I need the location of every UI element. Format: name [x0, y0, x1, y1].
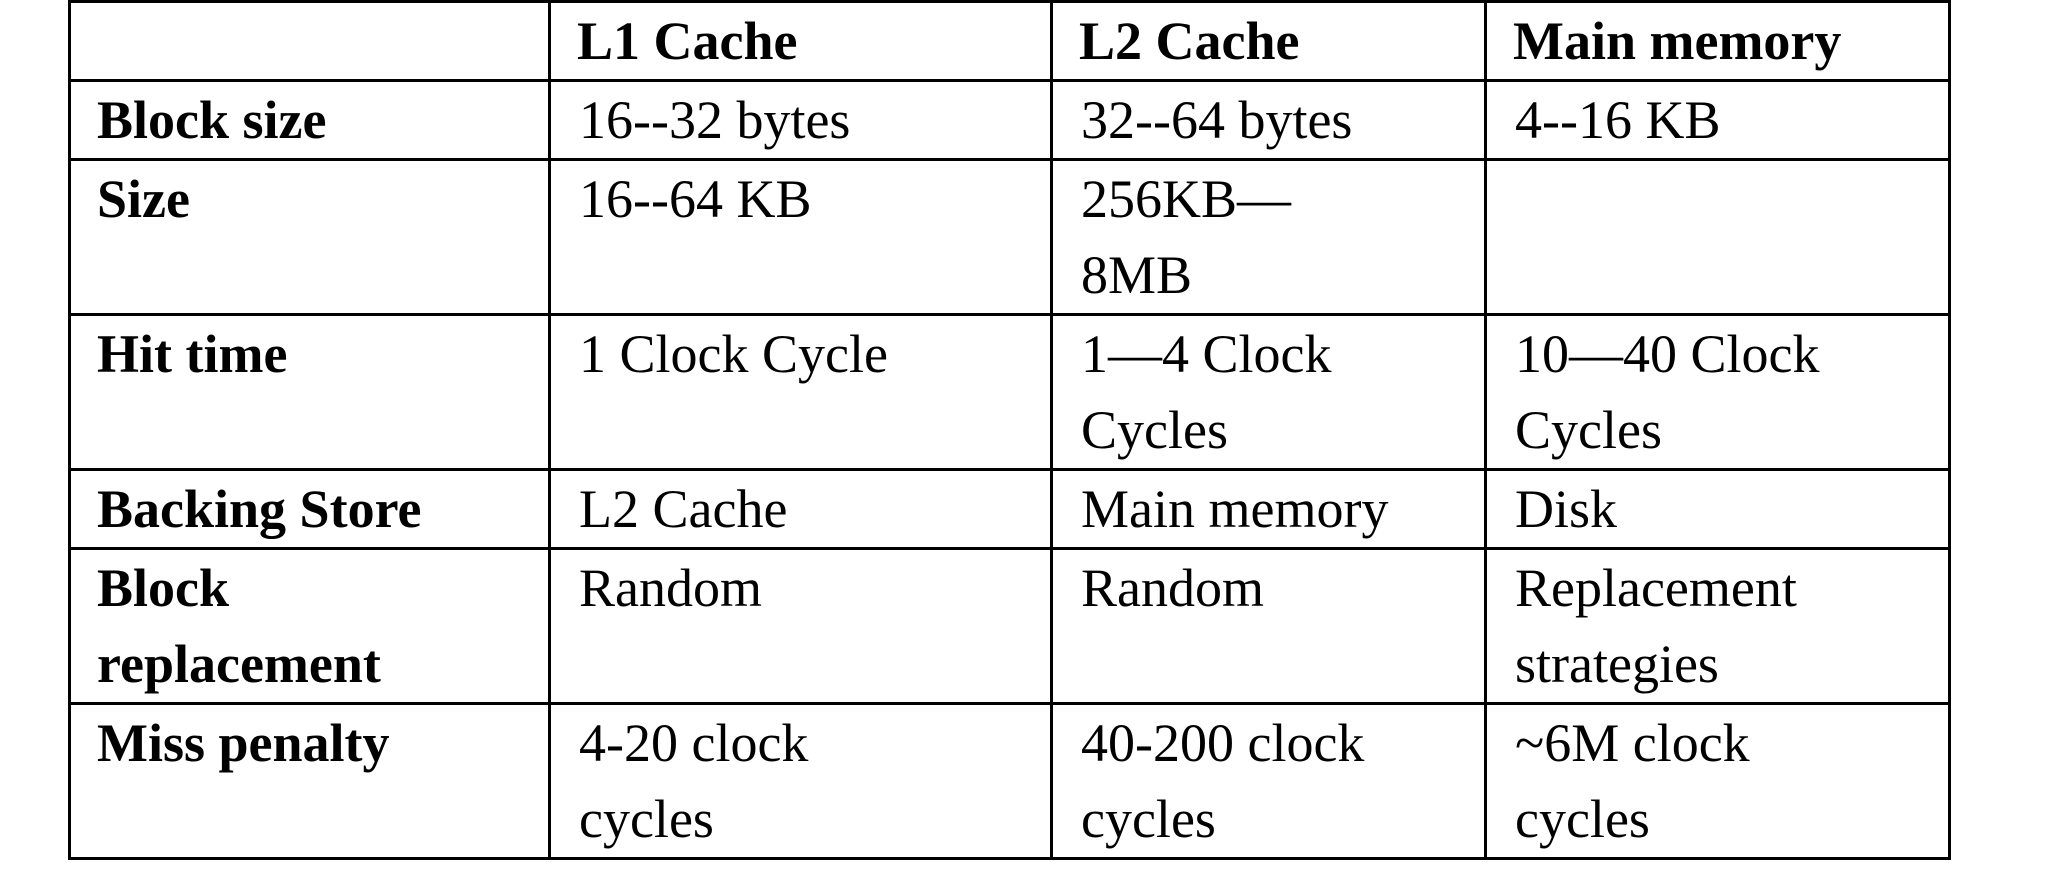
table-cell: Main memory [1050, 468, 1487, 550]
table-cell: Disk [1484, 468, 1951, 550]
table-cell: 1—4 Clock Cycles [1050, 313, 1487, 471]
row-label: Hit time [68, 313, 551, 471]
row-label: Block replacement [68, 547, 551, 705]
header-row: L1 Cache L2 Cache Main memory [68, 0, 1951, 82]
table-cell: 32--64 bytes [1050, 79, 1487, 161]
table-cell: Replacement strategies [1484, 547, 1951, 705]
row-label: Block size [68, 79, 551, 161]
table-cell: 256KB— 8MB [1050, 158, 1487, 316]
table-cell: 10—40 Clock Cycles [1484, 313, 1951, 471]
table-cell: 40-200 clock cycles [1050, 702, 1487, 860]
header-cell: L2 Cache [1050, 0, 1487, 82]
row-label: Size [68, 158, 551, 316]
table-cell: L2 Cache [548, 468, 1053, 550]
table-cell: 4-20 clock cycles [548, 702, 1053, 860]
row-label: Miss penalty [68, 702, 551, 860]
table-cell [1484, 158, 1951, 316]
table-cell: 16--64 KB [548, 158, 1053, 316]
table-cell: Random [1050, 547, 1487, 705]
header-cell: L1 Cache [548, 0, 1053, 82]
table-cell: ~6M clock cycles [1484, 702, 1951, 860]
table-cell: 4--16 KB [1484, 79, 1951, 161]
header-cell: Main memory [1484, 0, 1951, 82]
table-cell: 1 Clock Cycle [548, 313, 1053, 471]
row-label: Backing Store [68, 468, 551, 550]
table-cell: Random [548, 547, 1053, 705]
header-cell [68, 0, 551, 82]
table-cell: 16--32 bytes [548, 79, 1053, 161]
cache-comparison-table: L1 Cache L2 Cache Main memory Block size… [68, 0, 1951, 860]
